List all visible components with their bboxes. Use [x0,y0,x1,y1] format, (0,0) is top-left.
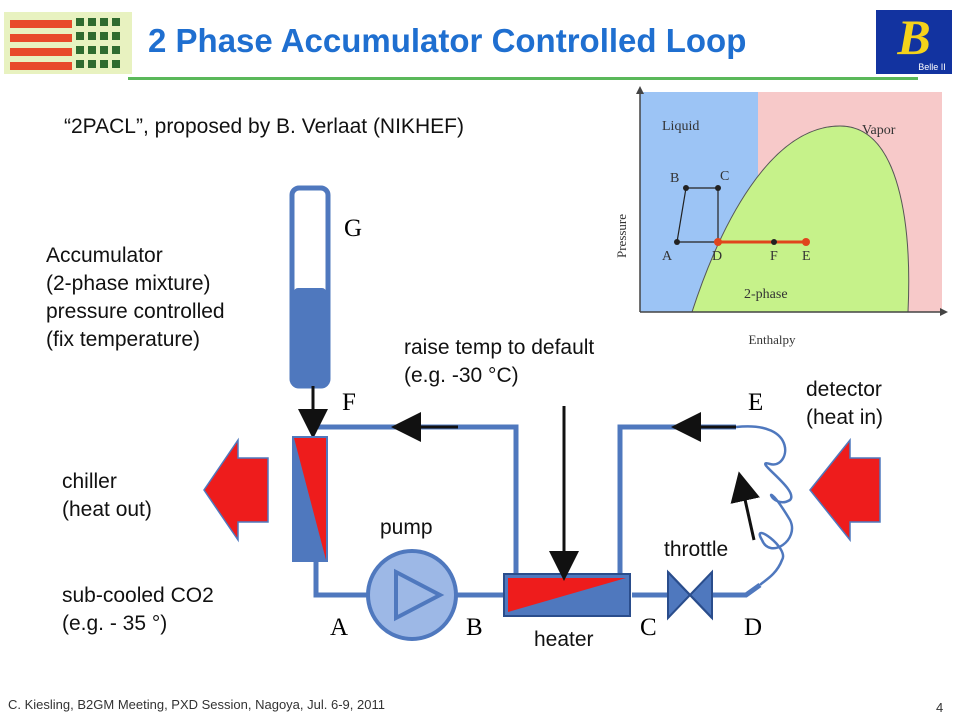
accumulator-line-3: pressure controlled [46,300,225,323]
vapor-label: Vapor [862,123,896,138]
raise-temp-text: raise temp to default (e.g. -30 °C) [404,336,594,387]
point-label-a: A [330,614,348,641]
pd-label-d: D [712,249,722,264]
state-point-b [683,185,689,191]
pd-label-c: C [720,169,729,184]
title-underline [128,77,918,80]
state-point-e [802,238,810,246]
heater-red [508,578,626,612]
heater-label: heater [534,628,594,651]
throttle-label: throttle [664,538,728,561]
point-label-f: F [342,389,356,416]
accumulator-line-2: (2-phase mixture) [46,272,211,295]
pump-icon [366,549,458,641]
cycle-path [676,187,719,243]
detector-heat-arrow [809,437,881,543]
pd-label-f: F [770,249,778,264]
pd-label-e: E [802,249,811,264]
chiller-line-2: (heat out) [62,498,152,521]
state-point-c [715,185,721,191]
detector-coil [735,425,794,586]
pipe-a-to-pump [313,562,370,598]
pump-label: pump [380,516,433,539]
pipes [313,424,762,598]
accumulator-liquid [294,288,326,384]
svg-text:B: B [896,10,930,65]
point-label-c: C [640,614,657,641]
chiller-arrow [203,437,269,543]
raise-temp-line-2: (e.g. -30 °C) [404,364,519,387]
point-label-b: B [466,614,483,641]
detector-line-1: detector [806,378,882,401]
chiller-exchanger-red [294,438,326,560]
pd-label-a: A [662,249,673,264]
detector-line-2: (heat in) [806,406,883,429]
throttle-valve [667,569,713,621]
chiller-line-1: chiller [62,470,117,493]
pipe-e-inlet [617,424,736,590]
state-point-d [714,238,722,246]
subcooled-line-2: (e.g. - 35 °) [62,612,167,635]
two-phase-dome [691,125,910,313]
two-phase-label: 2-phase [744,287,788,302]
chiller-text: chiller (heat out) [62,470,152,521]
accumulator-line-4: (fix temperature) [46,328,200,351]
subcooled-text: sub-cooled CO2 (e.g. - 35 °) [62,584,214,635]
pump-triangle [394,568,445,622]
axis-y-label: Pressure [614,214,629,258]
axis-x-label: Enthalpy [749,332,796,347]
throttle-pointer-arrow [730,471,760,541]
subtitle: “2PACL”, proposed by B. Verlaat (NIKHEF) [64,115,464,138]
raise-temp-line-1: raise temp to default [404,336,594,359]
liquid-label: Liquid [662,119,699,134]
point-label-e: E [748,389,763,416]
pipe-f-to-heater [318,424,519,590]
phase-diagram: Pressure Enthalpy Liquid Vapor 2-phase B… [614,86,948,347]
state-point-a [674,239,680,245]
pipe-throttle-to-detector [712,582,762,598]
point-label-g: G [344,215,362,242]
pxd-logo [4,12,132,74]
state-point-f [771,239,777,245]
subcooled-line-1: sub-cooled CO2 [62,584,214,607]
page-title: 2 Phase Accumulator Controlled Loop [148,22,747,59]
accumulator-text: Accumulator (2-phase mixture) pressure c… [46,244,225,351]
belle2-logo-text: Belle II [918,62,946,72]
accumulator-line-1: Accumulator [46,244,163,267]
detector-text: detector (heat in) [806,378,883,429]
point-label-d: D [744,614,762,641]
pd-label-b: B [670,171,679,186]
page-number: 4 [936,700,944,715]
belle2-logo: B Belle II [876,10,952,74]
footer: C. Kiesling, B2GM Meeting, PXD Session, … [8,697,385,712]
